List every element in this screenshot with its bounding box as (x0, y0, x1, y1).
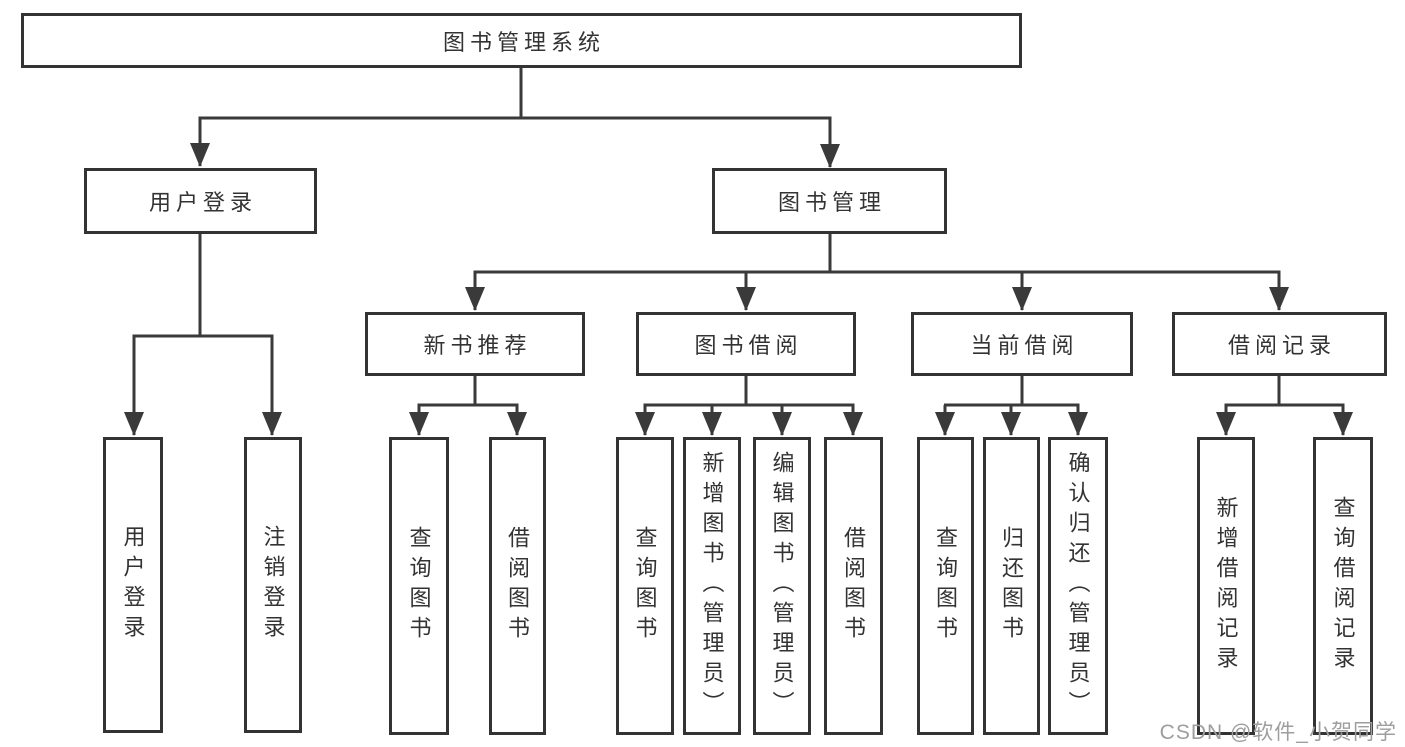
node-current-borrow-label: 当前借阅 (970, 333, 1079, 358)
leaf-borrow-query-books: 查询图书 (616, 437, 674, 735)
leaf-user-login-label: 用户登录 (120, 525, 146, 645)
node-book-management: 图书管理 (712, 168, 947, 234)
leaf-recommend-query-books: 查询图书 (389, 437, 449, 735)
connector-book-management-branch (465, 233, 1289, 311)
leaf-records-add-record: 新增借阅记录 (1197, 437, 1255, 735)
leaf-logout-label: 注销登录 (260, 525, 286, 645)
leaf-current-query-books: 查询图书 (917, 437, 974, 735)
leaf-borrow-edit-books-label: 编辑图书（管理员） (769, 451, 795, 721)
node-book-borrow-label: 图书借阅 (694, 333, 803, 358)
node-new-book-recommend-label: 新书推荐 (423, 333, 532, 358)
node-current-borrow: 当前借阅 (911, 312, 1133, 376)
connector-root (190, 68, 840, 168)
node-user-login: 用户登录 (84, 168, 317, 234)
leaf-current-query-books-label: 查询图书 (933, 526, 959, 646)
leaf-current-confirm-return: 确认归还（管理员） (1048, 437, 1108, 735)
leaf-records-query-record: 查询借阅记录 (1313, 437, 1373, 735)
leaf-borrow-add-books: 新增图书（管理员） (683, 437, 741, 735)
leaf-borrow-borrow-books-label: 借阅图书 (841, 526, 867, 646)
connector-new-book-branch (409, 376, 527, 436)
node-borrow-records: 借阅记录 (1172, 312, 1387, 376)
node-book-management-label: 图书管理 (777, 190, 886, 215)
leaf-current-return-books: 归还图书 (983, 437, 1040, 735)
node-book-borrow: 图书借阅 (636, 312, 856, 376)
leaf-current-return-books-label: 归还图书 (999, 526, 1025, 646)
node-root: 图书管理系统 (21, 13, 1022, 68)
leaf-records-add-record-label: 新增借阅记录 (1213, 496, 1239, 676)
connector-user-login-branch (124, 234, 282, 436)
connector-book-borrow-branch (635, 376, 863, 436)
leaf-user-login: 用户登录 (103, 437, 163, 733)
connector-borrow-records-branch (1216, 376, 1353, 436)
node-borrow-records-label: 借阅记录 (1227, 333, 1336, 358)
leaf-borrow-query-books-label: 查询图书 (632, 526, 658, 646)
node-new-book-recommend: 新书推荐 (365, 312, 585, 376)
leaf-logout: 注销登录 (244, 437, 302, 733)
leaf-recommend-borrow-books: 借阅图书 (489, 437, 546, 735)
leaf-borrow-borrow-books: 借阅图书 (824, 437, 883, 735)
leaf-borrow-add-books-label: 新增图书（管理员） (699, 451, 725, 721)
leaf-recommend-query-books-label: 查询图书 (406, 526, 432, 646)
leaf-current-confirm-return-label: 确认归还（管理员） (1065, 451, 1091, 721)
node-user-login-label: 用户登录 (148, 190, 257, 215)
watermark: CSDN @软件_小贺同学 (1159, 721, 1397, 744)
leaf-records-query-record-label: 查询借阅记录 (1330, 496, 1356, 676)
leaf-borrow-edit-books: 编辑图书（管理员） (753, 437, 811, 735)
leaf-recommend-borrow-books-label: 借阅图书 (505, 526, 531, 646)
connector-current-borrow-branch (935, 376, 1088, 436)
node-root-label: 图书管理系统 (442, 29, 605, 55)
